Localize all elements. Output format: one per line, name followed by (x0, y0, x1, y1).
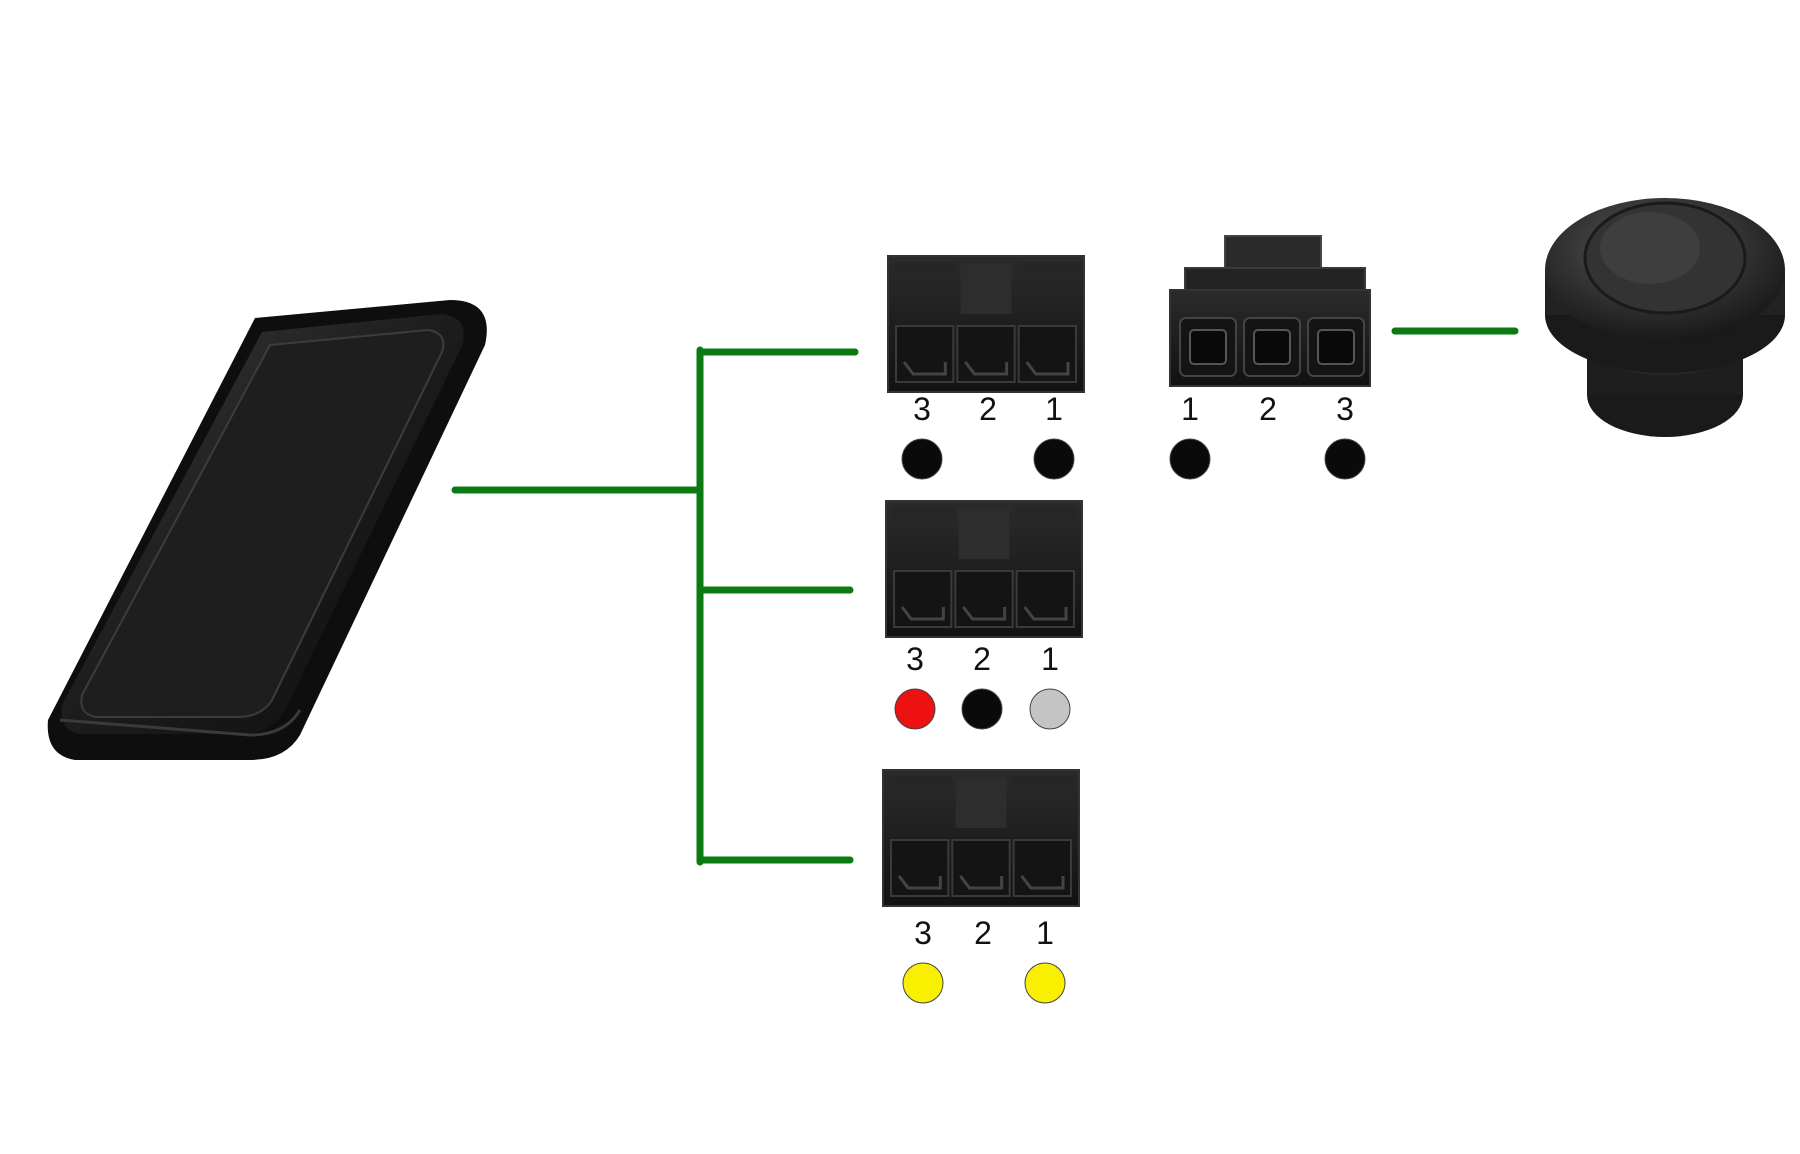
pin-middle-2-dot-gray (1029, 688, 1071, 730)
pin-plug-2-label: 3 (1336, 391, 1354, 427)
receptacle-middle (885, 500, 1083, 638)
pin-row-top: 3 2 1 (901, 391, 1075, 480)
pin-row-middle: 3 2 1 (894, 641, 1071, 730)
handheld-enclosure-icon (47, 300, 487, 760)
pin-middle-0-dot-red (894, 688, 936, 730)
pin-top-0-label: 3 (913, 391, 931, 427)
pin-top-2-dot-black (1033, 438, 1075, 480)
pin-plug-0-label: 1 (1181, 391, 1199, 427)
receptacle-bottom (882, 769, 1080, 907)
pin-plug-2-dot-black (1324, 438, 1366, 480)
pin-bottom-2-dot-yellow (1024, 962, 1066, 1004)
connector-group (882, 255, 1085, 907)
pin-bottom-1-label: 2 (974, 915, 992, 951)
pin-top-0-dot-black (901, 438, 943, 480)
pin-markers: 3 2 1 3 2 1 3 2 1 1 2 3 (894, 391, 1366, 1004)
pin-row-plug: 1 2 3 (1169, 391, 1366, 480)
pin-plug-0-dot-black (1169, 438, 1211, 480)
pin-plug-1-label: 2 (1259, 391, 1277, 427)
wire-harness (451, 327, 1519, 866)
pin-middle-1-dot-black (961, 688, 1003, 730)
plug-connector (1169, 235, 1371, 387)
pin-middle-0-label: 3 (906, 641, 924, 677)
pin-bottom-0-dot-yellow (902, 962, 944, 1004)
pin-middle-2-label: 1 (1041, 641, 1059, 677)
pin-middle-1-label: 2 (973, 641, 991, 677)
pin-bottom-0-label: 3 (914, 915, 932, 951)
pin-top-2-label: 1 (1045, 391, 1063, 427)
receptacle-top (887, 255, 1085, 393)
plug-housing (1169, 235, 1371, 387)
pin-top-1-label: 2 (979, 391, 997, 427)
pin-row-bottom: 3 2 1 (902, 915, 1066, 1004)
cable-grommet-icon (1545, 198, 1785, 437)
pin-bottom-2-label: 1 (1036, 915, 1054, 951)
